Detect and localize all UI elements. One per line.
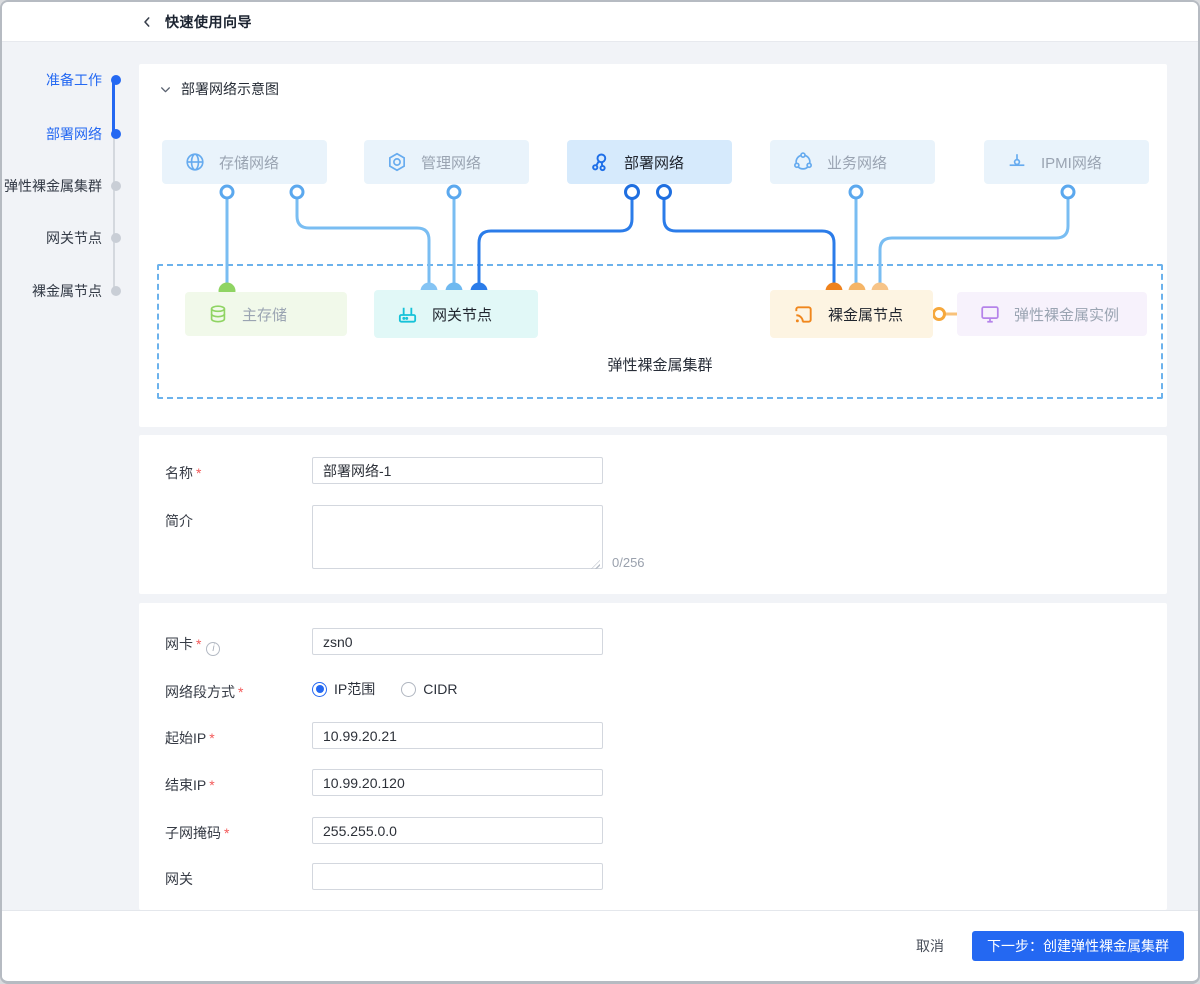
network-box-management: 管理网络 <box>364 140 529 184</box>
netmask-label: 子网掩码* <box>165 825 230 841</box>
gateway-input[interactable] <box>312 863 603 890</box>
chevron-down-icon <box>161 86 170 92</box>
step-bm-node[interactable]: 裸金属节点 <box>2 281 124 301</box>
name-label: 名称* <box>165 465 202 481</box>
wizard-footer: 取消 下一步：创建弹性裸金属集群 <box>2 910 1198 981</box>
required-mark: * <box>238 684 244 700</box>
cluster-label: 弹性裸金属集群 <box>607 357 713 374</box>
nic-label: 网卡*i <box>165 634 221 656</box>
next-step-button[interactable]: 下一步：创建弹性裸金属集群 <box>972 931 1184 961</box>
step-bm-cluster[interactable]: 弹性裸金属集群 <box>2 176 124 196</box>
info-icon[interactable]: i <box>206 641 221 656</box>
ring-nodes-icon <box>792 151 814 173</box>
node-box-bm-instance: 弹性裸金属实例 <box>957 292 1147 336</box>
router-icon <box>396 303 419 326</box>
instance-link <box>932 307 959 321</box>
globe-icon <box>184 151 206 173</box>
step-gateway-node[interactable]: 网关节点 <box>2 228 124 248</box>
radio-dot <box>401 681 417 697</box>
required-mark: * <box>224 825 230 841</box>
step-deploy-network[interactable]: 部署网络 <box>2 124 124 144</box>
diagram-section-title: 部署网络示意图 <box>181 81 279 97</box>
segment-mode-label: 网络段方式* <box>165 684 244 700</box>
required-mark: * <box>209 777 215 793</box>
node-box-bare-metal: 裸金属节点 <box>770 290 933 338</box>
page-title: 快速使用向导 <box>165 13 252 30</box>
step-dot <box>111 129 121 139</box>
diagram-section-toggle[interactable]: 部署网络示意图 <box>159 79 279 99</box>
back-button[interactable] <box>139 14 155 30</box>
node-box-main-storage: 主存储 <box>185 292 347 336</box>
share-nodes-icon <box>589 151 611 173</box>
end-ip-input[interactable] <box>312 769 603 796</box>
cancel-button[interactable]: 取消 <box>908 930 952 962</box>
description-label: 简介 <box>165 513 193 529</box>
end-ip-label: 结束IP* <box>165 777 215 793</box>
nut-gear-icon <box>386 151 408 173</box>
radio-ip-range[interactable]: IP范围 <box>312 679 375 699</box>
required-mark: * <box>196 636 202 652</box>
diagram-panel: 部署网络示意图 <box>139 64 1167 427</box>
chevron-left-icon <box>144 16 150 27</box>
netmask-input[interactable] <box>312 817 603 844</box>
step-dot <box>111 286 121 296</box>
step-dot <box>111 233 121 243</box>
network-box-business: 业务网络 <box>770 140 935 184</box>
required-mark: * <box>196 465 202 481</box>
step-prepare[interactable]: 准备工作 <box>2 70 124 90</box>
start-ip-input[interactable] <box>312 722 603 749</box>
stepper-line-pending <box>113 134 115 291</box>
network-box-storage: 存储网络 <box>162 140 327 184</box>
stepper-line-done <box>112 80 115 134</box>
wizard-stepper: 准备工作 部署网络 弹性裸金属集群 网关节点 裸金属节点 <box>2 42 124 372</box>
resize-grip-icon[interactable] <box>591 560 600 569</box>
node-box-gateway: 网关节点 <box>374 290 538 338</box>
step-dot <box>111 181 121 191</box>
network-form-panel: 网卡*i 网络段方式* IP范围 CIDR 起始IP* 结束IP* 子网掩码* … <box>139 603 1167 910</box>
network-box-ipmi: IPMI网络 <box>984 140 1149 184</box>
gateway-label: 网关 <box>165 871 193 887</box>
radio-cidr[interactable]: CIDR <box>401 681 457 697</box>
char-counter: 0/256 <box>612 555 645 570</box>
required-mark: * <box>209 730 215 746</box>
cluster-container <box>157 264 1163 399</box>
cast-icon <box>792 303 815 326</box>
nic-input[interactable] <box>312 628 603 655</box>
database-icon <box>207 303 229 325</box>
radio-dot <box>312 681 327 697</box>
start-ip-label: 起始IP* <box>165 730 215 746</box>
topbar: 快速使用向导 <box>2 2 1198 42</box>
terminal-node-icon <box>1006 151 1028 173</box>
basic-form-panel: 名称* 简介 0/256 <box>139 435 1167 594</box>
connector-dots <box>219 184 1076 200</box>
segment-mode-radio-group: IP范围 CIDR <box>312 679 457 699</box>
monitor-icon <box>979 303 1001 325</box>
description-textarea[interactable] <box>312 505 603 569</box>
step-dot <box>111 75 121 85</box>
name-input[interactable] <box>312 457 603 484</box>
network-box-deploy: 部署网络 <box>567 140 732 184</box>
